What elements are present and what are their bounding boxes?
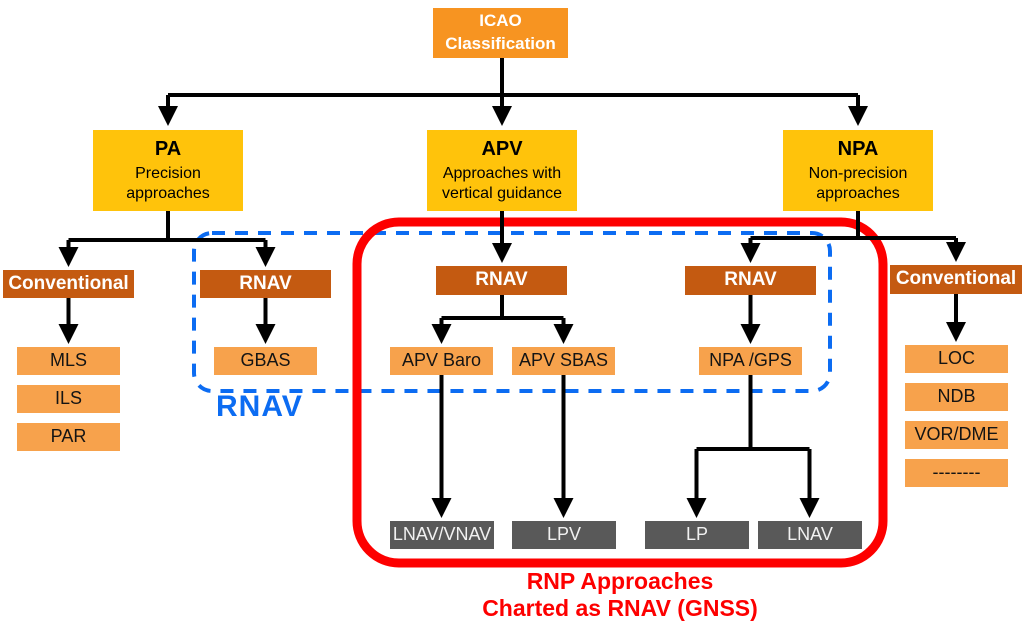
node-apv-code: APV bbox=[481, 138, 523, 160]
node-apv: APV Approaches with vertical guidance bbox=[427, 130, 577, 211]
node-npa-code: NPA bbox=[837, 138, 879, 160]
node-npa: NPA Non-precision approaches bbox=[783, 130, 933, 211]
node-icao-title-line1: ICAO bbox=[479, 11, 522, 31]
node-icao-title-line2: Classification bbox=[445, 34, 556, 53]
rnp-group-outline bbox=[352, 217, 888, 568]
rnp-caption-line1: RNP Approaches bbox=[526, 568, 714, 594]
node-ils: ILS bbox=[17, 385, 120, 413]
node-loc: LOC bbox=[905, 345, 1008, 373]
node-apv-desc: Approaches with vertical guidance bbox=[441, 165, 563, 202]
node-pa-desc: Precision approaches bbox=[126, 165, 210, 202]
node-gbas: GBAS bbox=[214, 347, 317, 375]
node-pa-conventional: Conventional bbox=[3, 270, 134, 298]
node-pa-code: PA bbox=[154, 138, 182, 160]
node-lnav: LNAV bbox=[758, 521, 862, 549]
node-lp: LP bbox=[645, 521, 749, 549]
connector-segment bbox=[68, 211, 266, 242]
rnp-group-caption: RNP Approaches Charted as RNAV (GNSS) bbox=[357, 568, 883, 622]
node-apv-rnav: RNAV bbox=[436, 266, 567, 295]
node-npa-desc: Non-precision approaches bbox=[808, 165, 908, 202]
node-npa-gps: NPA /GPS bbox=[699, 347, 802, 375]
connector-segment bbox=[750, 211, 956, 240]
rnp-caption-line2: Charted as RNAV (GNSS) bbox=[482, 595, 758, 622]
node-apv-sbas: APV SBAS bbox=[512, 347, 615, 375]
node-vor-dme: VOR/DME bbox=[905, 421, 1008, 449]
node-pa: PA Precision approaches bbox=[93, 130, 243, 211]
node-icao-classification: ICAO Classification bbox=[433, 8, 568, 58]
node-lpv: LPV bbox=[512, 521, 616, 549]
rnav-group-outline bbox=[192, 231, 832, 393]
connector-segment bbox=[441, 295, 564, 320]
node-par: PAR bbox=[17, 423, 120, 451]
connector-segment bbox=[696, 375, 810, 451]
node-npa-rnav: RNAV bbox=[685, 266, 816, 295]
node-lnav-vnav: LNAV/VNAV bbox=[390, 521, 494, 549]
node-other-dashes: -------- bbox=[905, 459, 1008, 487]
tree-connectors bbox=[58, 58, 966, 518]
node-npa-conventional: Conventional bbox=[890, 265, 1022, 294]
rnav-group-label: RNAV bbox=[216, 390, 303, 423]
node-pa-rnav: RNAV bbox=[200, 270, 331, 298]
node-ndb: NDB bbox=[905, 383, 1008, 411]
node-mls: MLS bbox=[17, 347, 120, 375]
node-apv-baro: APV Baro bbox=[390, 347, 493, 375]
